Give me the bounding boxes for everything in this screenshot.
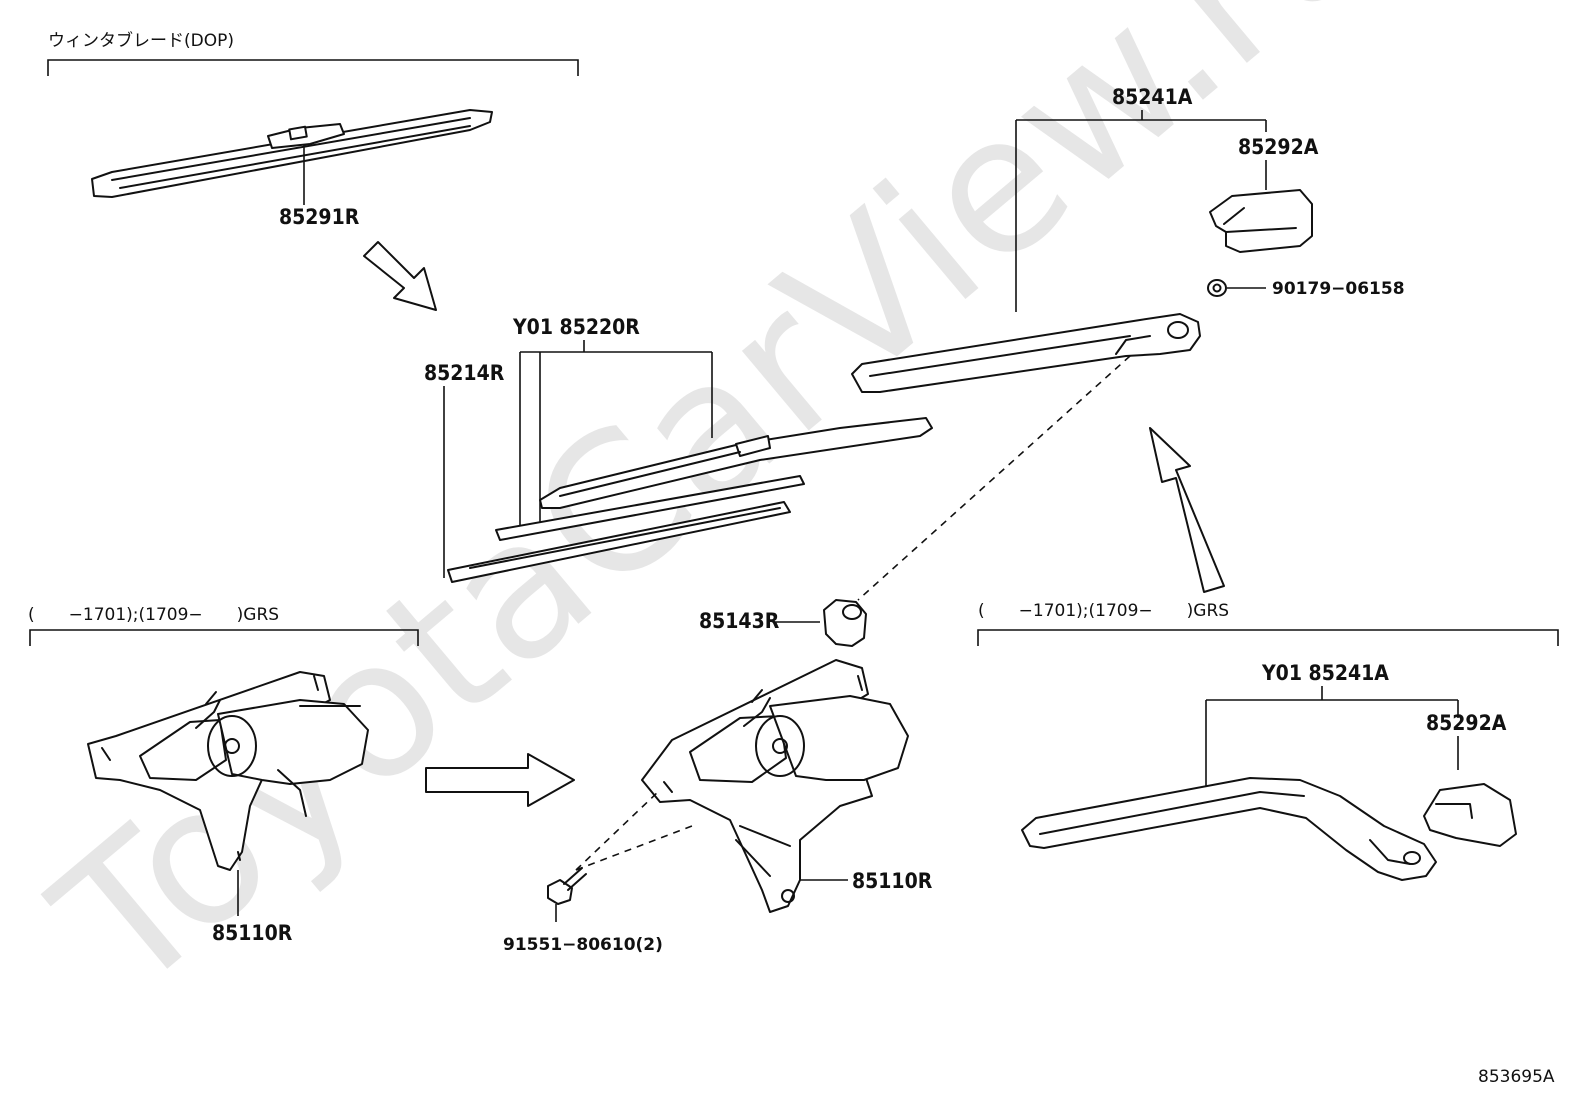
label-85110R-center: 85110R: [852, 869, 933, 893]
right-range-label: ( −1701);(1709− )GRS: [978, 601, 1229, 621]
arm-cover-85292A-top: [1209, 189, 1313, 253]
nut-90179: [1207, 279, 1227, 297]
label-y01-85220R: Y01 85220R: [512, 315, 640, 339]
label-85292A-top: 85292A: [1238, 135, 1319, 159]
label-85291R: 85291R: [279, 205, 360, 229]
winter-blade-bracket: [47, 59, 579, 76]
arrow-winter-to-blade: [363, 241, 437, 311]
dashed-bolt-to-motor-a: [575, 789, 661, 871]
label-85241A-top: 85241A: [1112, 85, 1193, 109]
label-85292A-right: 85292A: [1426, 711, 1507, 735]
wiper-arm-85241A-right: [1021, 777, 1437, 881]
dashed-arm-to-nut: [857, 355, 1131, 601]
wiper-blade-illustration: [447, 417, 933, 583]
label-85214R: 85214R: [424, 361, 505, 385]
wiper-motor-center: [641, 659, 909, 913]
illustration-number: 853695A: [1478, 1067, 1555, 1087]
wiper-arm-85241A-top: [851, 313, 1201, 393]
leader-85241A-top: [1015, 110, 1267, 312]
label-85110R-left: 85110R: [212, 921, 293, 945]
label-90179-06158: 90179−06158: [1272, 279, 1405, 299]
winter-blade-group-label: ウィンタブレード(DOP): [48, 30, 234, 51]
left-range-label: ( −1701);(1709− )GRS: [28, 605, 279, 625]
bolt-91551: [547, 867, 587, 905]
arm-cover-85292A-right: [1423, 783, 1517, 847]
label-85143R: 85143R: [699, 609, 780, 633]
wiper-motor-left: [87, 671, 369, 871]
cap-85143R: [823, 599, 867, 647]
leader-85241A-right: [1205, 686, 1459, 786]
label-91551-80610: 91551−80610(2): [503, 935, 663, 955]
left-range-bracket: [29, 629, 419, 646]
dashed-bolt-to-motor-b: [575, 825, 693, 871]
leader-85220R: [519, 340, 713, 531]
winter-blade-illustration: [91, 109, 493, 198]
label-y01-85241A-right: Y01 85241A: [1261, 661, 1389, 685]
right-range-bracket: [977, 629, 1559, 646]
arrow-left-to-center: [425, 753, 575, 807]
arrow-arm-up: [1149, 427, 1225, 593]
